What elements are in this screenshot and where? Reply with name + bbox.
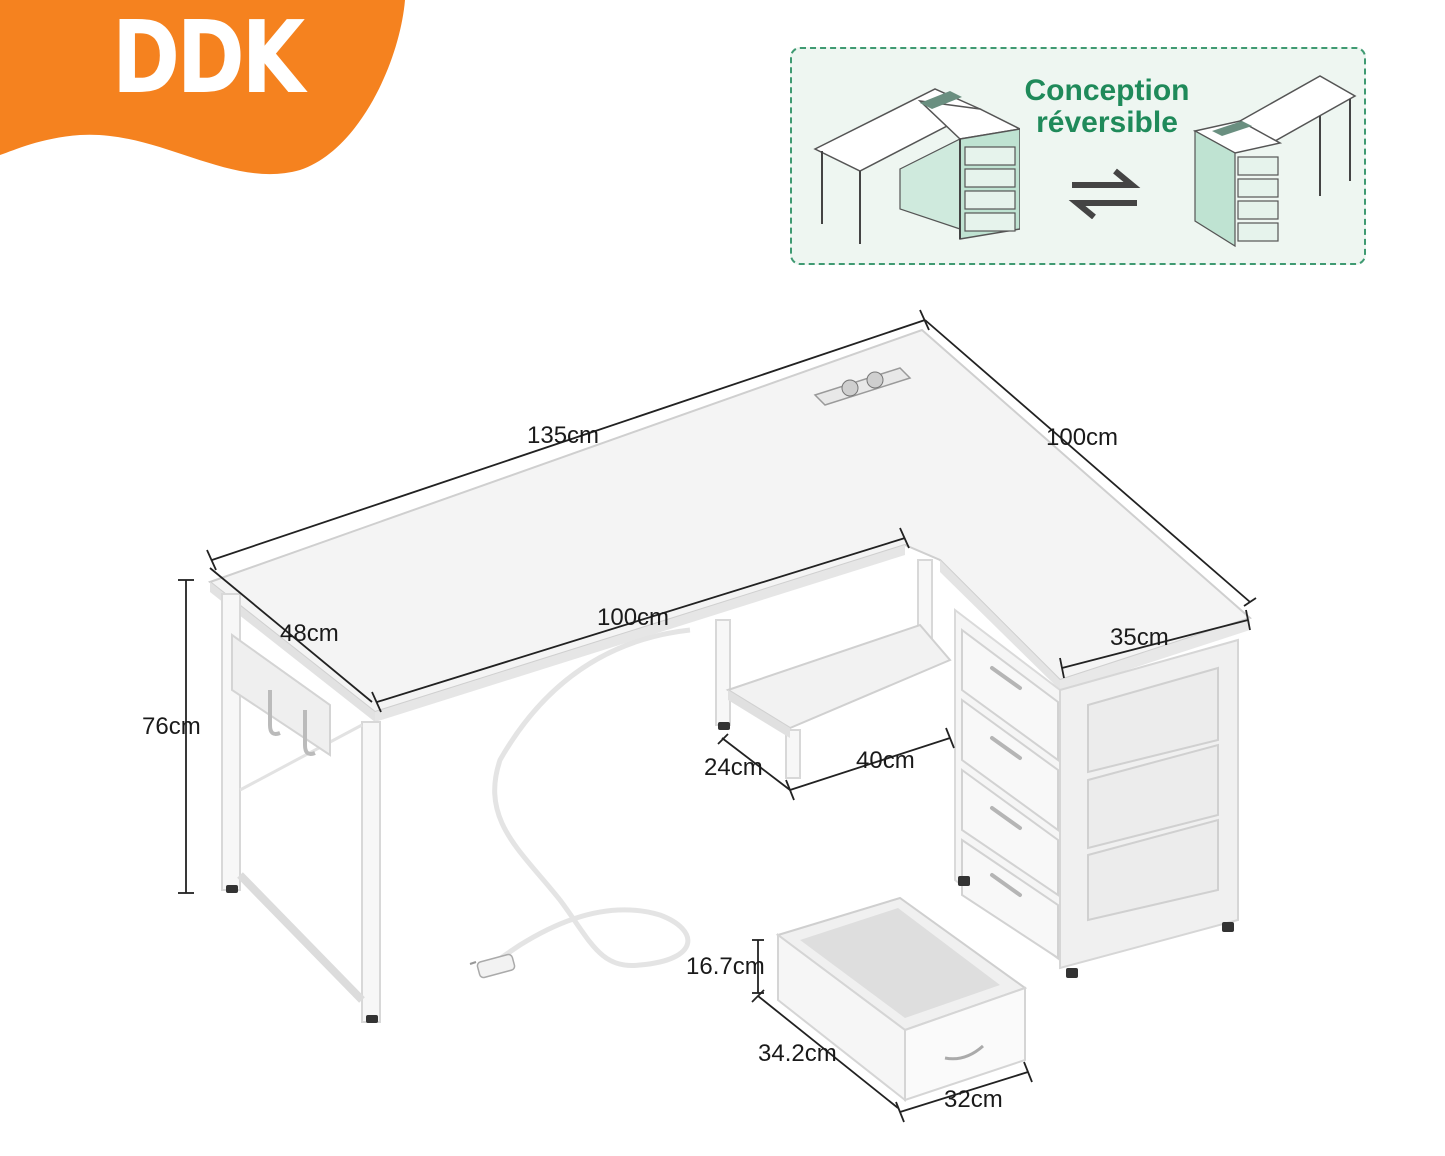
dim-height: 76cm [142,713,201,740]
brand-blob [0,0,405,175]
power-cable [488,627,691,969]
power-plug [469,953,516,979]
desk-right-config-illustration [1192,75,1357,248]
dim-desk-length: 135cm [527,422,600,449]
dim-drawer-height: 16.7cm [686,953,765,980]
dim-front-width: 100cm [597,604,670,631]
dim-shelf-depth: 24cm [704,754,763,781]
badge-title: Conception réversible [1024,74,1190,139]
drawer-handle [944,1044,984,1061]
dim-drawer-length: 34.2cm [758,1040,837,1067]
fabric-drawer-front [904,986,1026,1102]
dim-shelf-width: 40cm [856,747,915,774]
pc-stand-shelf [725,623,952,730]
reversible-design-badge: Conception réversible [790,47,1366,265]
desk-left-config-illustration [813,88,1020,244]
power-outlet [813,367,912,406]
dim-desk-depth: 48cm [280,620,339,647]
dim-return-depth: 35cm [1110,624,1169,651]
dim-drawer-width: 32cm [944,1086,1003,1113]
dim-return-length: 100cm [1046,424,1119,451]
brand-logo: DDK [112,0,305,116]
swap-arrows-icon [1068,168,1141,219]
